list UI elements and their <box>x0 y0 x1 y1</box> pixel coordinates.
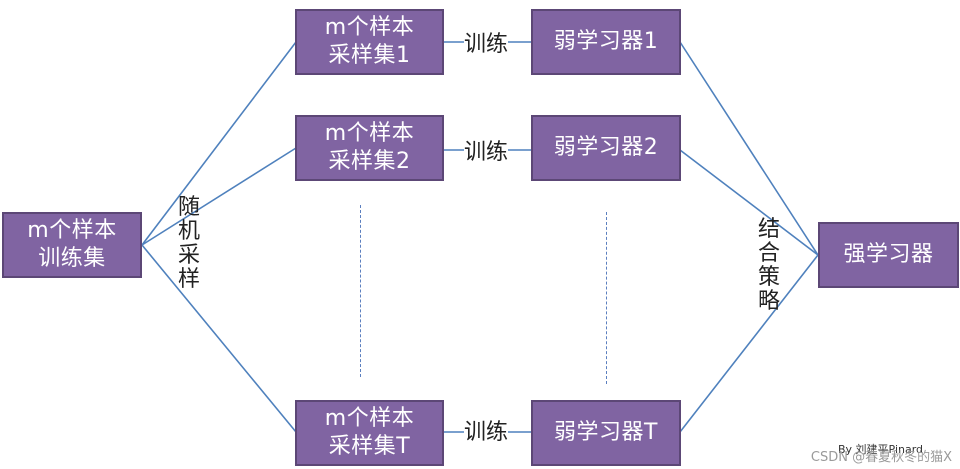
weak-learner-1-label: 弱学习器1 <box>553 29 659 54</box>
sample-set-2-line-1: m个样本 <box>324 121 415 146</box>
train-label-2: 训练 <box>464 140 509 165</box>
combine-strategy-char-4: 略 <box>758 289 781 314</box>
ellipsis-dash-samples <box>360 205 361 377</box>
strong-learner-box: 强学习器 <box>818 222 959 288</box>
random-sampling-label: 随 机 采 样 <box>178 196 200 292</box>
random-sampling-char-2: 机 <box>178 219 201 244</box>
sample-set-1-line-1: m个样本 <box>324 15 415 40</box>
weak-learner-T-box: 弱学习器T <box>531 400 681 466</box>
sample-set-1-box: m个样本 采样集1 <box>295 9 444 75</box>
author-credit: By 刘建平Pinard <box>838 443 924 456</box>
random-sampling-char-3: 采 <box>178 243 201 268</box>
sample-set-T-line-2: 采样集T <box>328 434 411 459</box>
random-sampling-char-4: 样 <box>178 267 201 292</box>
edge-weakT-to-strong <box>679 254 819 433</box>
combine-strategy-char-1: 结 <box>758 217 781 242</box>
edge-train-to-sample2 <box>141 147 297 246</box>
train-label-T: 训练 <box>464 420 509 445</box>
csdn-watermark: CSDN @春夏秋冬的猫X <box>810 450 952 465</box>
sample-set-2-line-2: 采样集2 <box>328 149 411 174</box>
random-sampling-char-1: 随 <box>178 195 201 220</box>
training-set-box: m个样本 训练集 <box>2 212 142 278</box>
strong-learner-label: 强学习器 <box>843 242 934 267</box>
sample-set-1-line-2: 采样集1 <box>328 43 411 68</box>
edge-weak2-to-strong <box>679 149 819 256</box>
weak-learner-T-label: 弱学习器T <box>554 420 658 445</box>
train-label-1: 训练 <box>464 32 509 57</box>
ellipsis-dash-learners <box>606 212 607 384</box>
combine-strategy-label: 结 合 策 略 <box>758 218 780 314</box>
combine-strategy-char-2: 合 <box>758 241 781 266</box>
sample-set-T-box: m个样本 采样集T <box>295 400 444 466</box>
weak-learner-1-box: 弱学习器1 <box>531 9 681 75</box>
training-set-line-1: m个样本 <box>27 218 117 243</box>
combine-strategy-char-3: 策 <box>758 265 781 290</box>
edge-weak1-to-strong <box>679 41 819 256</box>
edge-train-to-sample1 <box>141 41 297 246</box>
weak-learner-2-box: 弱学习器2 <box>531 115 681 181</box>
sample-set-T-line-1: m个样本 <box>324 406 415 431</box>
sample-set-2-box: m个样本 采样集2 <box>295 115 444 181</box>
training-set-line-2: 训练集 <box>38 246 106 271</box>
weak-learner-2-label: 弱学习器2 <box>553 135 659 160</box>
edge-train-to-sampleT <box>141 244 297 433</box>
